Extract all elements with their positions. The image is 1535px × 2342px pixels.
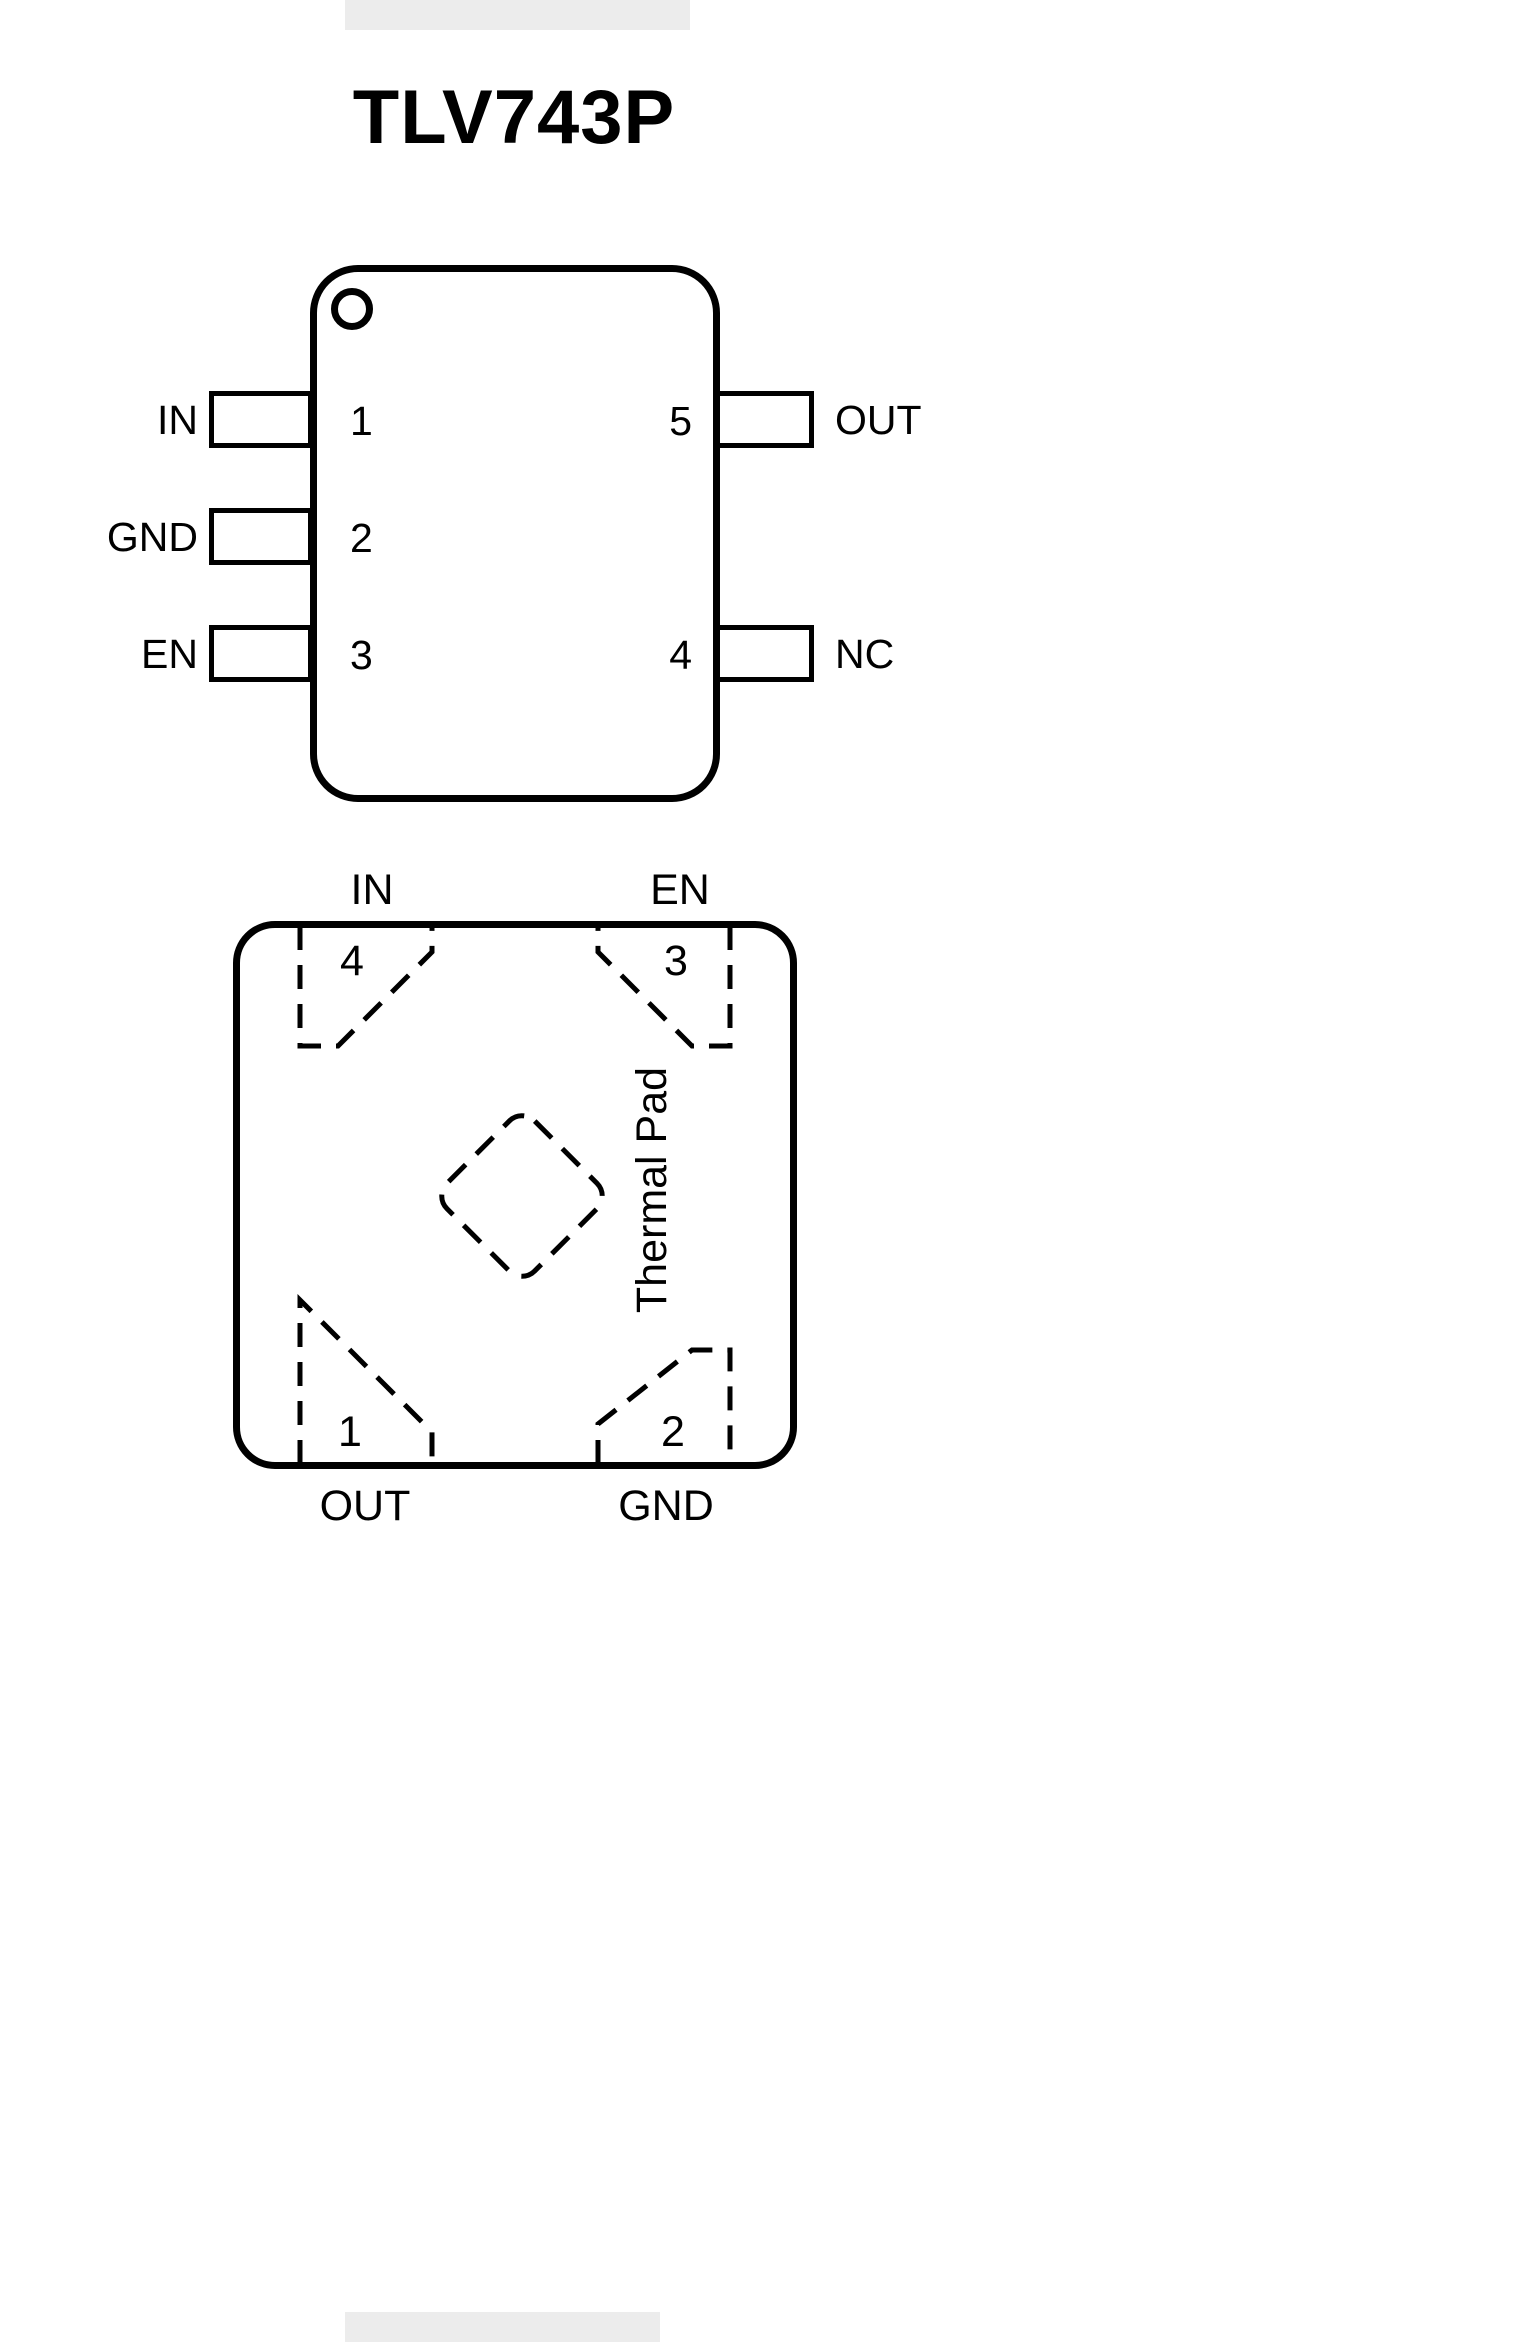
pin-label-in: IN bbox=[157, 397, 198, 443]
bottom-pin-number-1: 1 bbox=[338, 1408, 362, 1456]
bottom-package-pads bbox=[297, 926, 733, 1464]
bottom-pin-number-3: 3 bbox=[664, 937, 688, 985]
pad-outline-pin2 bbox=[595, 1347, 733, 1464]
bottom-pin-number-2: 2 bbox=[661, 1408, 685, 1456]
pin-stub-en bbox=[209, 625, 313, 682]
bottom-pin-number-4: 4 bbox=[340, 937, 364, 985]
pin-number-2: 2 bbox=[350, 515, 373, 561]
pad-outline-pin3 bbox=[595, 926, 733, 1049]
pad-outline-pin1 bbox=[297, 1293, 435, 1464]
pad-outline-pin4 bbox=[297, 926, 435, 1049]
pin-stub-in bbox=[209, 391, 313, 448]
scan-artifact-top bbox=[345, 0, 690, 30]
pin-label-nc: NC bbox=[835, 631, 895, 677]
scan-artifact-bottom bbox=[345, 2312, 660, 2342]
pin-label-gnd: GND bbox=[106, 514, 198, 560]
pin-number-3: 3 bbox=[350, 632, 373, 678]
pin-label-out: OUT bbox=[835, 397, 922, 443]
bottom-package-body bbox=[233, 921, 797, 1469]
page-title: TLV743P bbox=[352, 75, 676, 160]
pin1-indicator-icon bbox=[331, 288, 373, 330]
bottom-pin-label-out: OUT bbox=[319, 1482, 411, 1530]
bottom-pin-label-in: IN bbox=[350, 866, 394, 914]
pin-number-1: 1 bbox=[350, 398, 373, 444]
bottom-pin-label-en: EN bbox=[650, 866, 710, 914]
pin-stub-gnd bbox=[209, 508, 313, 565]
bottom-pin-label-gnd: GND bbox=[618, 1482, 714, 1530]
thermal-pad-label: Thermal Pad bbox=[628, 1066, 676, 1314]
top-package-body bbox=[310, 265, 720, 802]
pin-stub-out bbox=[714, 391, 814, 448]
pin-stub-nc bbox=[714, 625, 814, 682]
thermal-pad-outline bbox=[439, 1113, 605, 1279]
pin-number-4: 4 bbox=[669, 632, 692, 678]
pin-label-en: EN bbox=[141, 631, 198, 677]
pin-number-5: 5 bbox=[669, 398, 692, 444]
